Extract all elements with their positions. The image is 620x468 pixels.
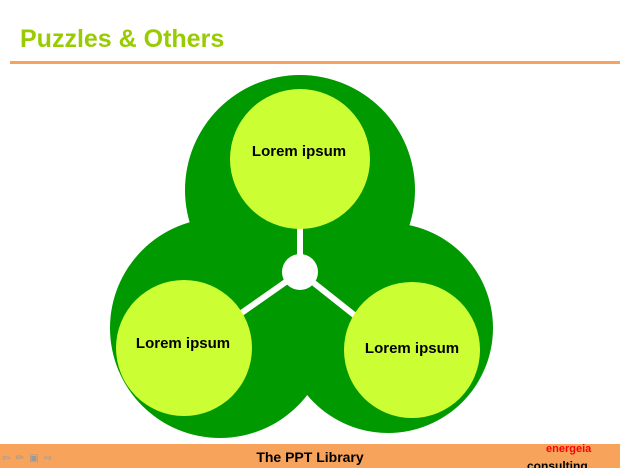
screen-icon[interactable]: ▣ bbox=[29, 453, 41, 464]
slide-title: Puzzles & Others bbox=[20, 25, 225, 53]
title-divider bbox=[10, 61, 620, 64]
node-top-label: Lorem ipsum bbox=[252, 143, 346, 160]
center-hub bbox=[282, 254, 318, 290]
node-left-circle bbox=[116, 280, 252, 416]
node-left: Lorem ipsum bbox=[116, 280, 252, 416]
arrow-left-icon[interactable]: ⇦ bbox=[1, 453, 13, 464]
node-top-circle bbox=[230, 89, 370, 229]
footer-text: The PPT Library bbox=[256, 449, 364, 465]
brand-name-consulting: consulting bbox=[527, 459, 588, 468]
brand-name-energeia: energeia bbox=[546, 443, 592, 455]
node-right-circle bbox=[344, 282, 480, 418]
node-top: Lorem ipsum bbox=[230, 89, 370, 229]
pencil-icon[interactable]: ✏ bbox=[15, 453, 27, 464]
footer-bar bbox=[0, 444, 620, 468]
node-left-label: Lorem ipsum bbox=[136, 335, 230, 352]
node-right-label: Lorem ipsum bbox=[365, 340, 459, 357]
node-right: Lorem ipsum bbox=[344, 282, 480, 418]
arrow-right-icon[interactable]: ⇨ bbox=[43, 453, 55, 464]
slide-nav-controls: ⇦✏▣⇨ bbox=[0, 453, 56, 467]
